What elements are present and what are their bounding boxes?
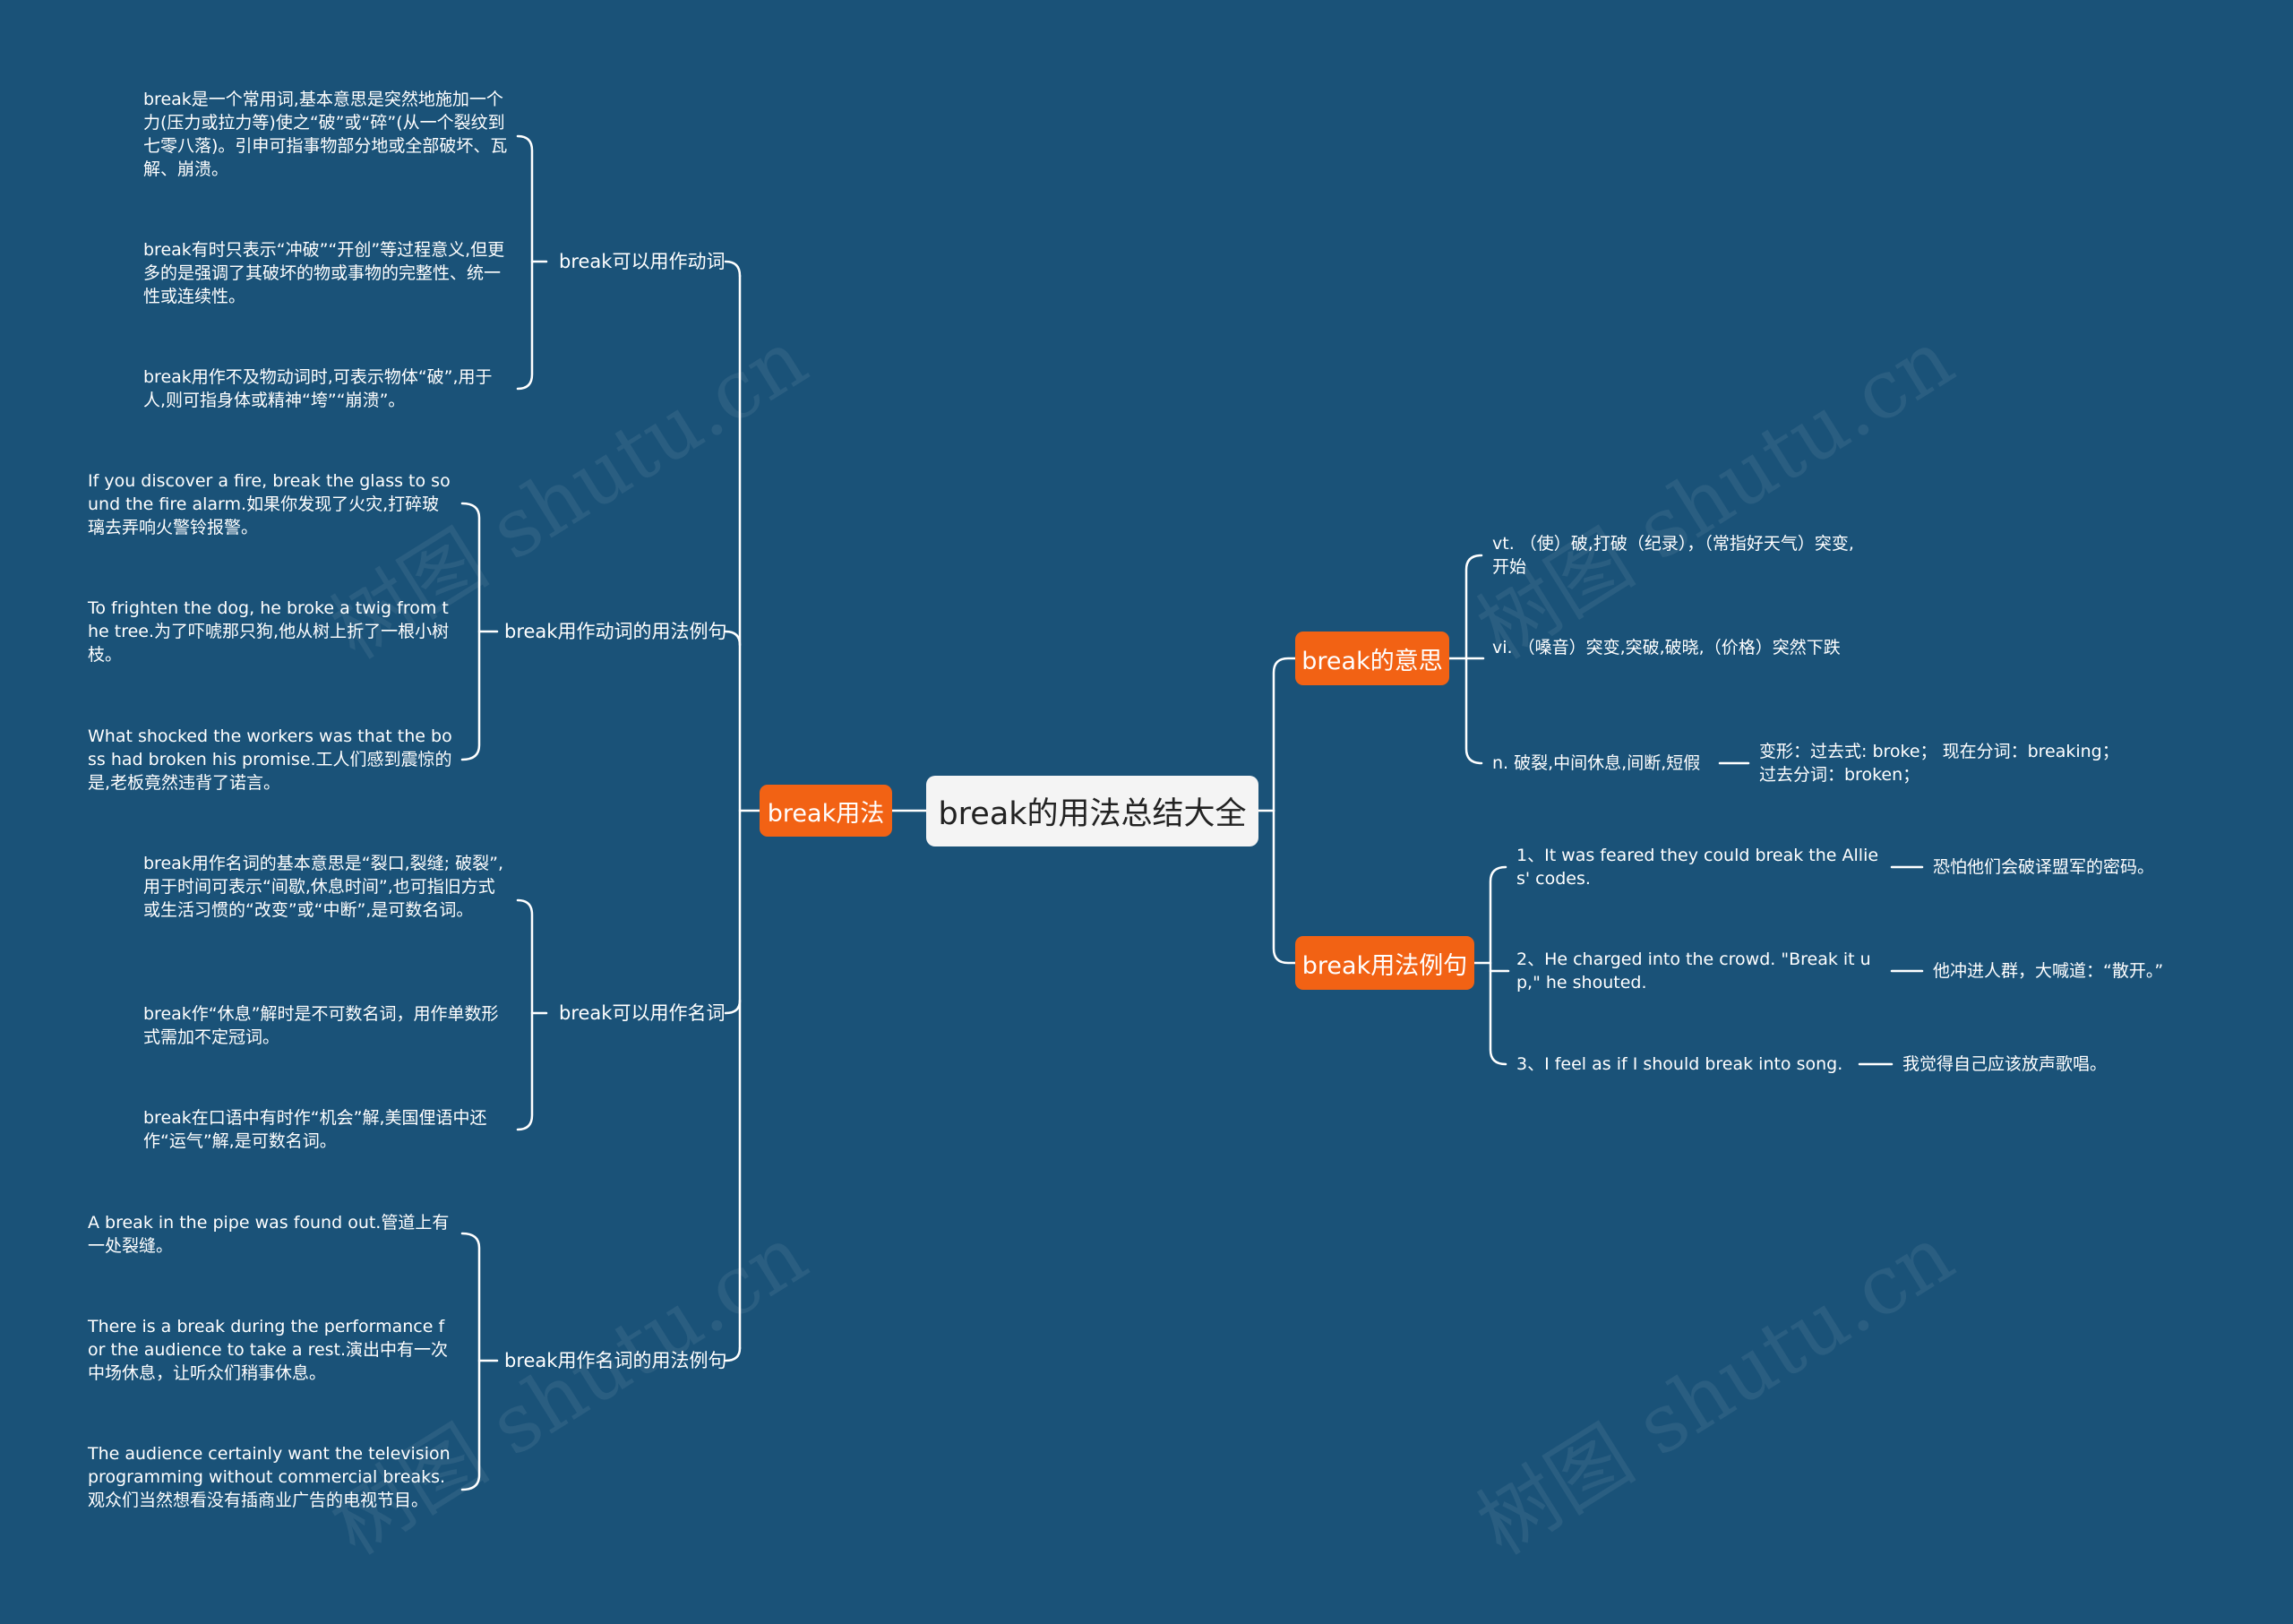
leaf-text: break是一个常用词,基本意思是突然地施加一个力(压力或拉力等)使之“破”或“… [143,90,508,179]
leaf-text: A break in the pipe was found out.管道上有一处… [88,1213,450,1256]
leaf-text: 1、It was feared they could break the All… [1516,846,1879,889]
leaf-text: There is a break during the performance … [88,1317,449,1383]
branch-verb-examples[interactable]: break用作动词的用法例句 [504,621,727,642]
leaf-text: If you discover a fire, break the glass … [88,471,451,537]
leaf-detail: 我觉得自己应该放声歌唱。 [1902,1054,2108,1074]
leaf-text: 2、He charged into the crowd. "Break it u… [1516,949,1871,992]
branch-verb-usage[interactable]: break可以用作动词 [559,251,726,272]
leaf-detail: 恐怕他们会破译盟军的密码。 [1933,857,2155,877]
root-label: break的用法总结大全 [938,796,1247,832]
leaf-text: What shocked the workers was that the bo… [88,726,452,793]
main-label: break用法 [767,799,885,828]
leaf-text: break有时只表示“冲破”“开创”等过程意义,但更多的是强调了其破坏的物或事物… [143,240,505,306]
leaf-text: break用作名词的基本意思是“裂口,裂缝; 破裂”,用于时间可表示“间歇,休息… [143,854,503,920]
main-label: break用法例句 [1301,951,1468,980]
leaf-text: The audience certainly want the televisi… [88,1444,451,1510]
leaf-text: vi. （嗓音）突变,突破,破晓,（价格）突然下跌 [1492,638,1841,657]
main-node-break-usage[interactable]: break用法 [760,785,892,837]
main-node-break-meaning[interactable]: break的意思 [1295,632,1449,685]
leaf-text: 3、I feel as if I should break into song. [1516,1054,1843,1074]
leaf-text: To frighten the dog, he broke a twig fro… [88,598,450,665]
leaf-text: break在口语中有时作“机会”解,美国俚语中还作“运气”解,是可数名词。 [143,1108,487,1151]
root-node[interactable]: break的用法总结大全 [926,776,1258,846]
main-node-break-examples[interactable]: break用法例句 [1295,936,1474,990]
leaf-text: n. 破裂,中间休息,间断,短假 [1492,753,1701,773]
branch-noun-usage[interactable]: break可以用作名词 [559,1002,726,1024]
leaf-detail: 他冲进人群，大喊道：“散开。” [1933,961,2164,981]
leaf-text: vt. （使）破,打破（纪录），（常指好天气）突变,开始 [1492,534,1854,577]
leaf-detail: 变形：过去式: broke； 现在分词：breaking； 过去分词：broke… [1759,742,2119,785]
leaf-text: break用作不及物动词时,可表示物体“破”,用于人,则可指身体或精神“垮”“崩… [143,367,493,410]
main-label: break的意思 [1301,647,1443,675]
leaf-text: break作“休息”解时是不可数名词，用作单数形式需加不定冠词。 [143,1004,499,1047]
branch-noun-examples[interactable]: break用作名词的用法例句 [504,1350,727,1371]
